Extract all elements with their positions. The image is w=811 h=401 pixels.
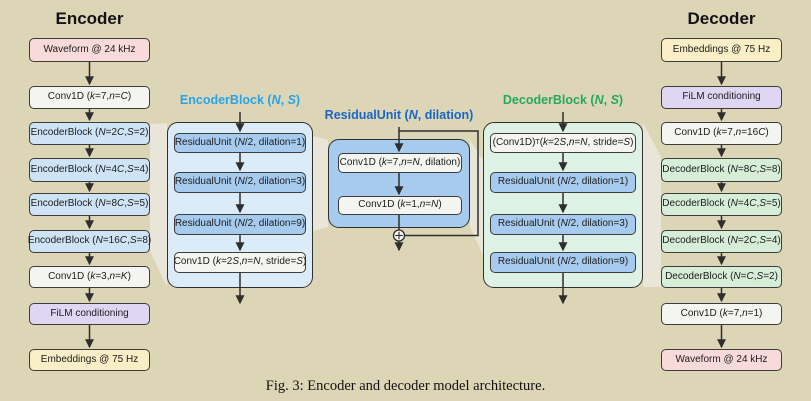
decblock-residual2-box: ResidualUnit (N/2, dilation=3)	[490, 214, 636, 235]
decoder-waveform-box: Waveform @ 24 kHz	[661, 349, 782, 371]
decoder-title: Decoder	[687, 9, 756, 28]
encoder-block-title: EncoderBlock (N, S)	[179, 93, 301, 107]
encoder-title: Encoder	[55, 9, 124, 28]
encoder-embeddings-box: Embeddings @ 75 Hz	[29, 349, 150, 371]
decoder-block4-box: DecoderBlock (N=C, S=2)	[661, 266, 782, 288]
figure-caption: Fig. 3: Encoder and decoder model archit…	[265, 378, 546, 394]
encblock-residual2-box: ResidualUnit (N/2, dilation=3)	[174, 172, 306, 193]
decoder-embeddings-box: Embeddings @ 75 Hz	[661, 38, 782, 62]
decoder-film-box: FiLM conditioning	[661, 86, 782, 109]
encoder-conv1d-out-box: Conv1D (k=3, n=K)	[29, 266, 150, 288]
residual-unit-title: ResidualUnit (N, dilation)	[324, 108, 474, 122]
encoder-wedge	[150, 123, 167, 287]
encblock-residual1-box: ResidualUnit (N/2, dilation=1)	[174, 133, 306, 153]
encoder-conv1d-in-box: Conv1D (k=7, n=C)	[29, 86, 150, 109]
decblock-residual1-box: ResidualUnit (N/2, dilation=1)	[490, 172, 636, 193]
encblock-residual3-box: ResidualUnit (N/2, dilation=9)	[174, 214, 306, 235]
sum-plus-icon	[392, 229, 406, 242]
decoderblock-wedge	[643, 123, 661, 287]
encoder-film-box: FiLM conditioning	[29, 303, 150, 325]
decoder-conv1d-out-box: Conv1D (k=7, n=1)	[661, 303, 782, 325]
resunit-conv1d-1x1-box: Conv1D (k=1, n=N)	[338, 196, 462, 215]
resunit-conv1d-dilated-box: Conv1D (k=7, n=N, dilation)	[338, 153, 462, 173]
decblock-residual3-box: ResidualUnit (N/2, dilation=9)	[490, 252, 636, 273]
encoder-waveform-box: Waveform @ 24 kHz	[29, 38, 150, 62]
decoder-block-title: DecoderBlock (N, S)	[502, 93, 624, 107]
